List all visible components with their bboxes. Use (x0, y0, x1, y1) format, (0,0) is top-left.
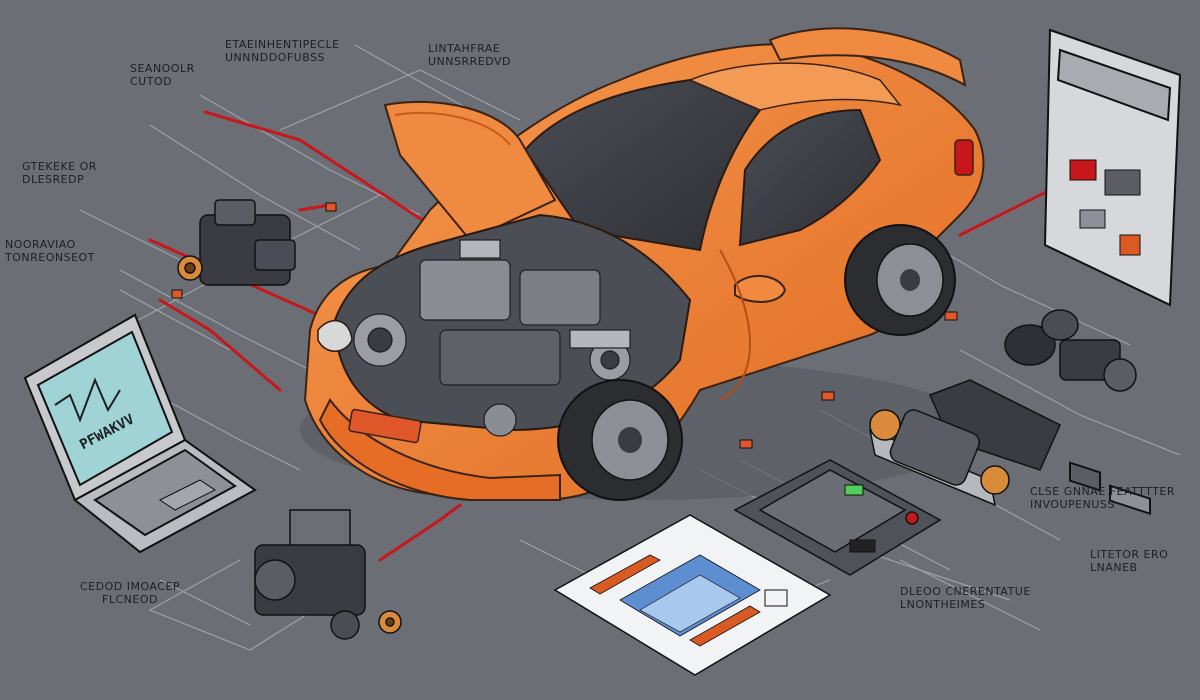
control-panel-display (1043, 28, 1182, 515)
license-plate (348, 408, 422, 444)
car (303, 27, 985, 502)
headlight (317, 320, 353, 352)
engine-components (353, 239, 631, 437)
diagnostic-laptop (23, 313, 257, 554)
fuel-pump-component (177, 199, 296, 286)
side-mirror (734, 274, 787, 303)
injector-assembly (1004, 309, 1137, 392)
diagnostic-report (553, 514, 832, 676)
ecu-module (868, 379, 1061, 507)
rear-spoiler (768, 27, 967, 87)
front-bumper (318, 398, 561, 501)
rear-wheel (844, 224, 956, 336)
scan-tool-device (733, 459, 942, 576)
side-window (738, 108, 882, 247)
connector-markers (171, 202, 958, 449)
throttle-body-component (254, 509, 402, 640)
open-hood (383, 100, 557, 242)
front-wheel (557, 379, 683, 501)
